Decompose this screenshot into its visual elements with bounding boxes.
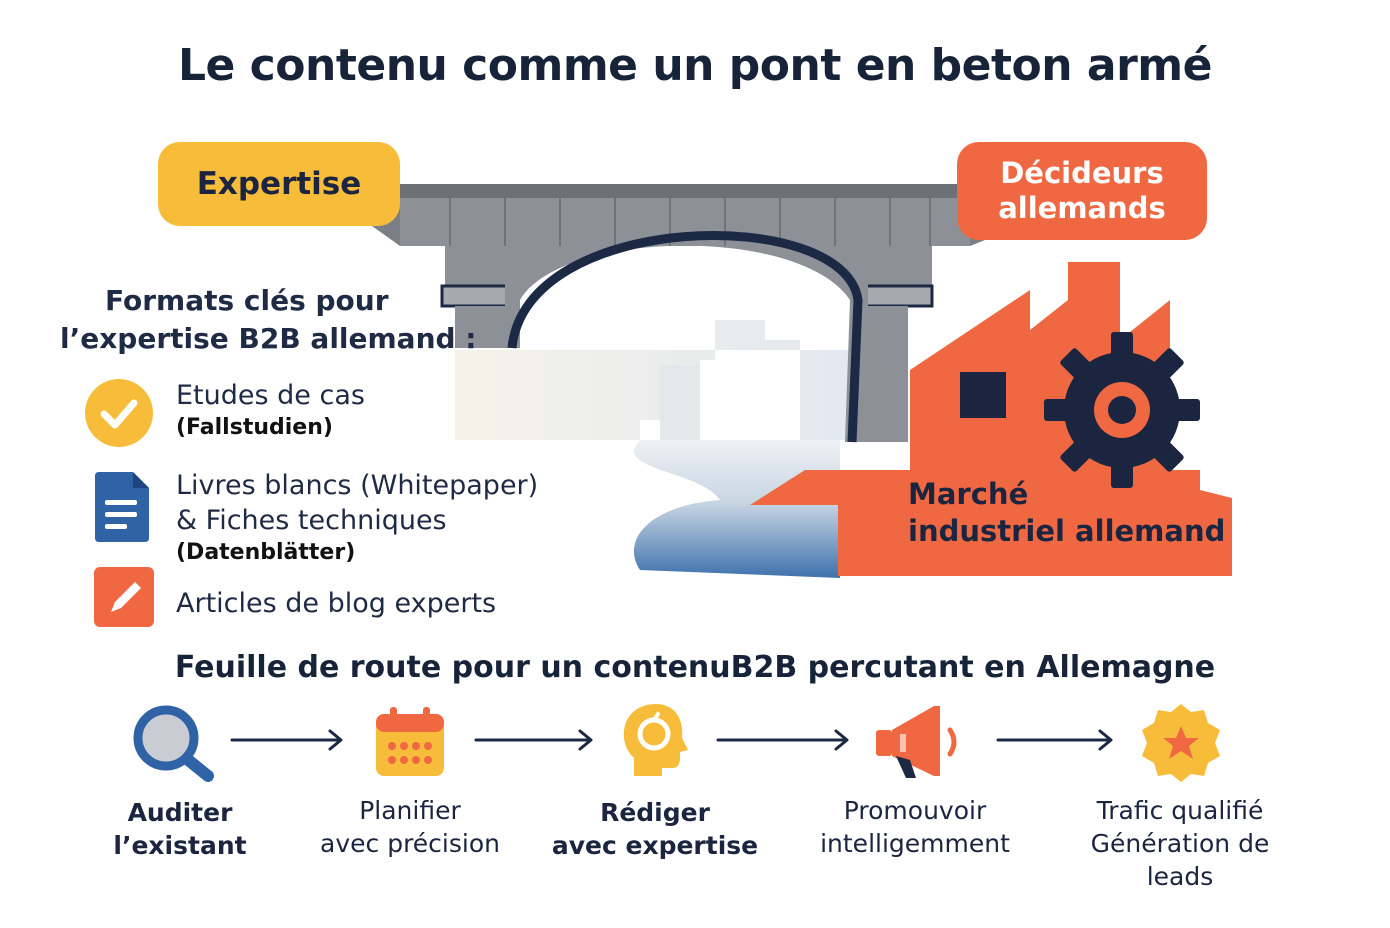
step-line: Génération de bbox=[1090, 829, 1270, 858]
expertise-badge: Expertise bbox=[158, 142, 400, 226]
step-line: Promouvoir bbox=[843, 796, 987, 825]
format-item-label: Etudes de cas bbox=[176, 380, 365, 411]
decision-makers-badge: Décideurs allemands bbox=[957, 142, 1207, 240]
step-line: l’existant bbox=[113, 831, 247, 860]
step-line: Trafic qualifié bbox=[1096, 796, 1264, 825]
decision-makers-line-2: allemands bbox=[998, 191, 1166, 225]
step-line: leads bbox=[1146, 862, 1214, 891]
calendar-icon bbox=[376, 707, 444, 776]
step-line: avec expertise bbox=[551, 831, 759, 860]
step-audit-label: Auditer l’existant bbox=[80, 796, 280, 862]
pencil-icon bbox=[94, 567, 154, 627]
format-item-case-studies: Etudes de cas (Fallstudien) bbox=[176, 378, 365, 443]
format-item-sub: (Fallstudien) bbox=[176, 415, 333, 440]
page-title: Le contenu comme un pont en beton armé bbox=[177, 40, 1213, 91]
skyline bbox=[455, 320, 855, 440]
river bbox=[633, 440, 840, 578]
magnifier-icon bbox=[133, 705, 214, 782]
formats-heading-line-1: Formats clés pour bbox=[105, 284, 389, 317]
step-line: Rédiger bbox=[600, 798, 710, 827]
market-label-line-2: industriel allemand bbox=[908, 514, 1226, 548]
step-plan-label: Planifier avec précision bbox=[300, 794, 520, 860]
formats-heading-line-2: l’expertise B2B allemand : bbox=[60, 322, 477, 355]
roadmap-title: Feuille de route pour un contenuB2B perc… bbox=[174, 650, 1216, 685]
step-write-label: Rédiger avec expertise bbox=[540, 796, 770, 862]
format-item-label-line-1: Livres blancs (Whitepaper) bbox=[176, 470, 539, 501]
megaphone-icon bbox=[876, 706, 957, 778]
step-line: Auditer bbox=[127, 798, 233, 827]
format-item-whitepapers: Livres blancs (Whitepaper) & Fiches tech… bbox=[176, 468, 538, 568]
format-item-label-line-2: & Fiches techniques bbox=[176, 505, 447, 536]
format-item-sub: (Datenblätter) bbox=[176, 540, 356, 565]
format-item-label: Articles de blog experts bbox=[176, 588, 497, 619]
formats-heading: Formats clés pour l’expertise B2B allema… bbox=[60, 282, 500, 358]
step-line: avec précision bbox=[320, 829, 500, 858]
bridge-deck bbox=[372, 184, 995, 443]
gear-icon bbox=[1044, 332, 1200, 488]
document-icon bbox=[95, 472, 149, 542]
decision-makers-line-1: Décideurs bbox=[1000, 156, 1164, 190]
check-circle-icon bbox=[85, 379, 153, 447]
step-promote-label: Promouvoir intelligemment bbox=[800, 794, 1030, 860]
format-item-blog-articles: Articles de blog experts bbox=[176, 586, 496, 621]
market-label-line-1: Marché bbox=[908, 477, 1029, 511]
step-traffic-label: Trafic qualifié Génération de leads bbox=[1070, 794, 1290, 893]
expertise-label: Expertise bbox=[196, 166, 362, 202]
market-label: Marché industriel allemand bbox=[908, 476, 1225, 550]
star-badge-icon bbox=[1142, 704, 1220, 782]
step-line: intelligemment bbox=[820, 829, 1010, 858]
step-line: Planifier bbox=[359, 796, 461, 825]
head-idea-icon bbox=[623, 704, 688, 776]
